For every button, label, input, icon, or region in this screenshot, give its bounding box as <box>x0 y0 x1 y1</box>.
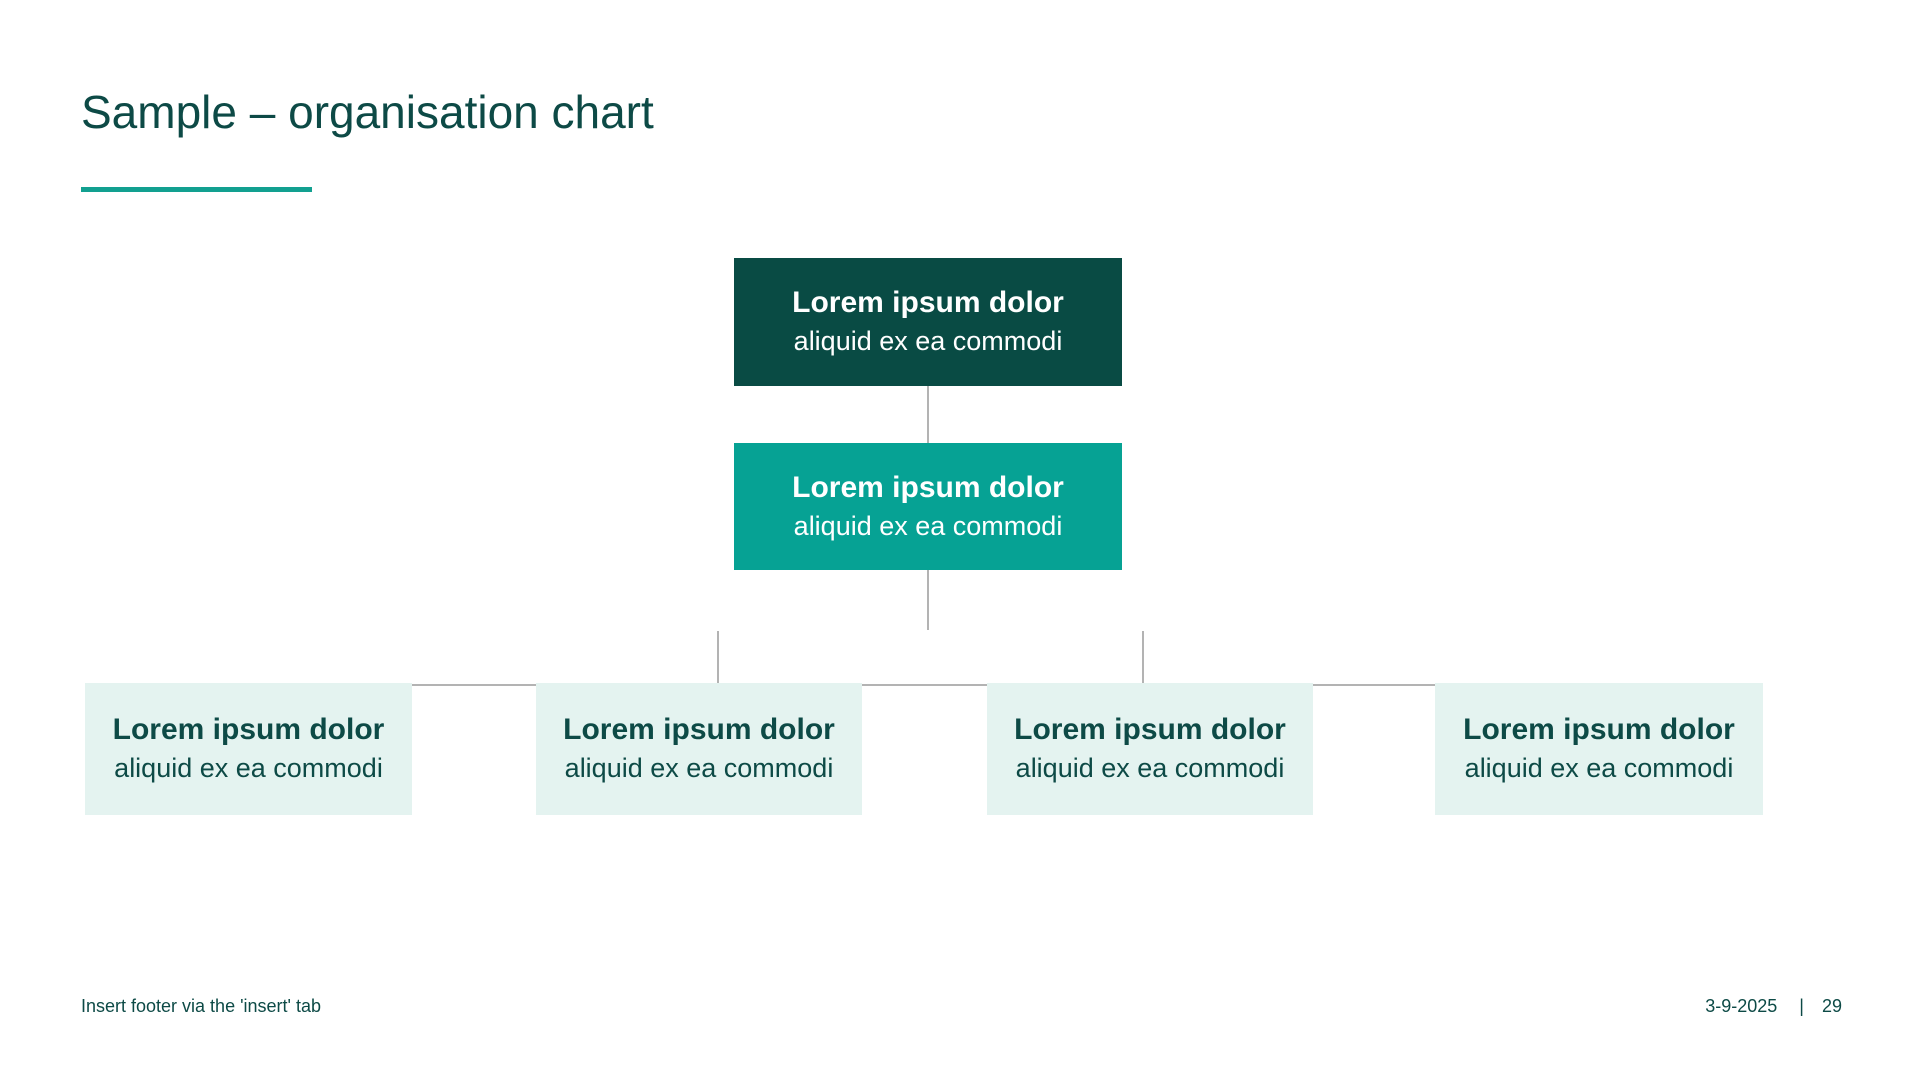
org-node-manager-title: Lorem ipsum dolor <box>792 470 1064 504</box>
connector-horizontal-rail <box>412 684 1435 686</box>
org-node-leaf-4: Lorem ipsum dolor aliquid ex ea commodi <box>1435 683 1763 815</box>
footer-placeholder-text: Insert footer via the 'insert' tab <box>81 996 321 1016</box>
org-node-leaf-2-subtitle: aliquid ex ea commodi <box>564 753 834 783</box>
org-node-leaf-2-title: Lorem ipsum dolor <box>563 713 835 746</box>
org-node-leaf-4-title: Lorem ipsum dolor <box>1463 713 1735 746</box>
title-underline <box>81 187 312 192</box>
org-node-root: Lorem ipsum dolor aliquid ex ea commodi <box>734 258 1122 386</box>
footer-date: 3-9-2025 <box>1705 996 1778 1016</box>
connector-stub-left <box>717 631 719 683</box>
footer-page-number: 29 <box>1821 996 1842 1016</box>
footer-separator: | <box>1799 996 1804 1016</box>
connector-root-to-manager <box>927 386 929 443</box>
org-node-manager: Lorem ipsum dolor aliquid ex ea commodi <box>734 443 1122 570</box>
footer-meta: 3-9-2025 | 29 <box>1705 996 1842 1017</box>
org-node-leaf-3-title: Lorem ipsum dolor <box>1014 713 1286 746</box>
org-node-leaf-4-subtitle: aliquid ex ea commodi <box>1464 753 1734 783</box>
org-node-leaf-1-title: Lorem ipsum dolor <box>112 713 385 746</box>
org-node-manager-subtitle: aliquid ex ea commodi <box>793 510 1063 541</box>
org-node-leaf-3: Lorem ipsum dolor aliquid ex ea commodi <box>987 683 1313 815</box>
org-node-root-title: Lorem ipsum dolor <box>792 286 1064 319</box>
connector-manager-drop <box>927 570 929 630</box>
connector-stub-right <box>1142 631 1144 683</box>
org-node-root-subtitle: aliquid ex ea commodi <box>793 326 1063 356</box>
org-node-leaf-2: Lorem ipsum dolor aliquid ex ea commodi <box>536 683 862 815</box>
org-node-leaf-1-subtitle: aliquid ex ea commodi <box>114 753 383 783</box>
org-node-leaf-1: Lorem ipsum dolor aliquid ex ea commodi <box>85 683 412 815</box>
slide-title: Sample – organisation chart <box>81 86 654 138</box>
org-node-leaf-3-subtitle: aliquid ex ea commodi <box>1015 753 1285 783</box>
